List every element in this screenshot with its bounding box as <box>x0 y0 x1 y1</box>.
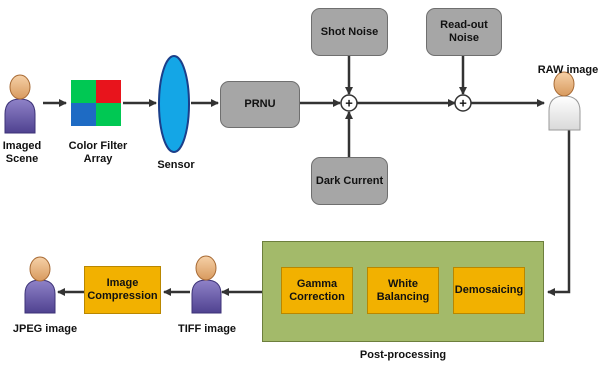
white-balancing-box: White Balancing <box>367 267 439 314</box>
imaged-scene-label: Imaged Scene <box>2 140 42 165</box>
jpeg-image-person-icon <box>24 256 56 314</box>
svg-text:+: + <box>459 96 467 111</box>
post-processing-label: Post-processing <box>359 349 447 361</box>
raw-image-person-icon <box>548 71 581 131</box>
arrows <box>43 56 571 296</box>
image-compression-box: Image Compression <box>84 266 161 314</box>
raw-image-label: RAW image <box>537 64 599 76</box>
svg-text:+: + <box>345 96 353 111</box>
tiff-image-label: TIFF image <box>177 323 237 335</box>
readout-noise-box: Read-out Noise <box>426 8 502 56</box>
dark-current-box: Dark Current <box>311 157 388 205</box>
shot-noise-box: Shot Noise <box>311 8 388 56</box>
gamma-correction-box: Gamma Correction <box>281 267 353 314</box>
sum-node-1: + <box>340 94 358 112</box>
jpeg-image-label: JPEG image <box>12 323 78 335</box>
sum-node-2: + <box>454 94 472 112</box>
prnu-box: PRNU <box>220 81 300 128</box>
color-filter-array-icon <box>71 80 121 126</box>
demosaicing-box: Demosaicing <box>453 267 525 314</box>
color-filter-array-label: Color Filter Array <box>68 140 128 165</box>
tiff-image-person-icon <box>191 255 222 314</box>
sensor-lens-icon <box>158 55 190 153</box>
sensor-label: Sensor <box>157 159 195 171</box>
imaged-scene-person-icon <box>4 74 36 134</box>
